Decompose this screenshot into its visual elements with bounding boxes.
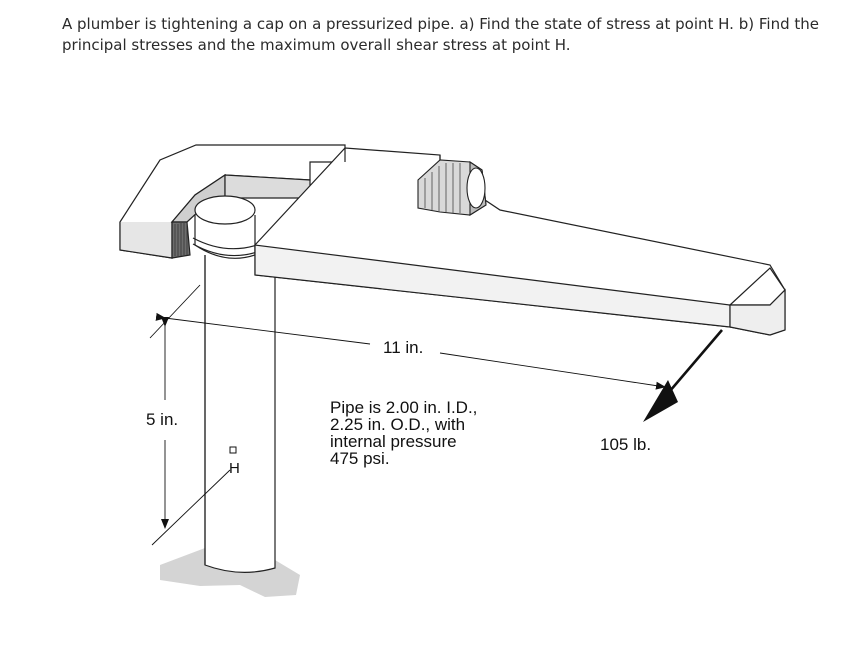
force-arrow xyxy=(643,329,723,422)
pipe-cap xyxy=(192,195,258,259)
dim-height-label: 5 in. xyxy=(146,410,178,429)
force-label: 105 lb. xyxy=(600,435,651,454)
wrench-hook xyxy=(119,144,346,259)
point-h-label: H xyxy=(229,460,240,477)
dimension-5in xyxy=(151,317,231,546)
dim-length-label: 11 in. xyxy=(383,338,423,357)
pipe-note-line-1: Pipe is 2.00 in. I.D., xyxy=(330,398,477,417)
pipe-note-line-4: 475 psi. xyxy=(330,449,390,468)
pipe xyxy=(204,255,276,573)
pipe-note-line-3: internal pressure xyxy=(330,432,457,451)
problem-statement: A plumber is tightening a cap on a press… xyxy=(62,15,819,54)
pipe-note-line-2: 2.25 in. O.D., with xyxy=(330,415,465,434)
adjusting-screw xyxy=(417,159,487,216)
dimension-11in xyxy=(149,284,666,390)
point-h-marker xyxy=(229,446,237,454)
pipe-note: Pipe is 2.00 in. I.D., 2.25 in. O.D., wi… xyxy=(330,398,482,468)
wrench-handle xyxy=(254,147,786,336)
